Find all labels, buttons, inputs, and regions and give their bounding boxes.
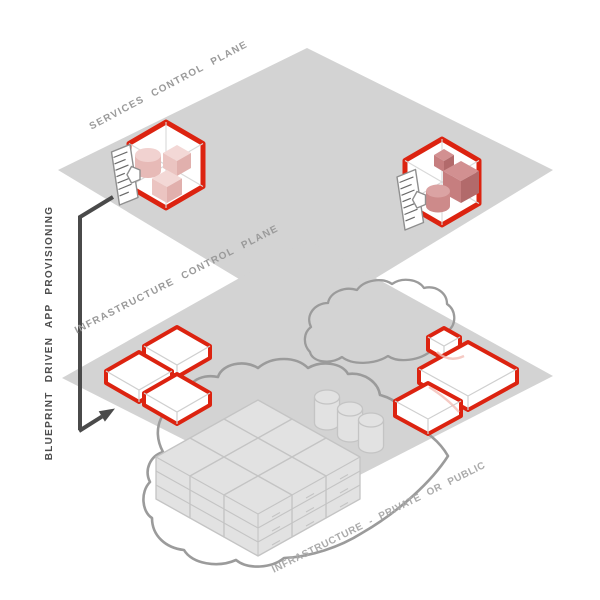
document-tag xyxy=(126,165,141,184)
blueprint-document-icon xyxy=(396,168,427,231)
workload-cylinder xyxy=(426,184,450,213)
workload-cube xyxy=(434,149,454,172)
flow-arrow-icon xyxy=(77,195,115,433)
highlight-arc xyxy=(436,351,465,360)
app-slab-icon xyxy=(393,381,463,436)
document-tag xyxy=(411,190,427,209)
workload-cube xyxy=(152,170,182,203)
blueprint-document-icon xyxy=(110,143,141,206)
highlight-arc xyxy=(428,385,460,413)
workload-cube xyxy=(163,145,191,176)
cloud-icon xyxy=(142,357,450,568)
services-control-plane-surface xyxy=(58,48,553,320)
cloud-icon xyxy=(303,278,456,365)
service-container-hexagon-icon xyxy=(126,119,206,211)
blueprint-flow-label: BLUEPRINT DRIVEN APP PROVISIONING xyxy=(44,206,55,461)
app-slab-icon xyxy=(142,372,212,426)
workload-cylinder xyxy=(135,148,161,178)
